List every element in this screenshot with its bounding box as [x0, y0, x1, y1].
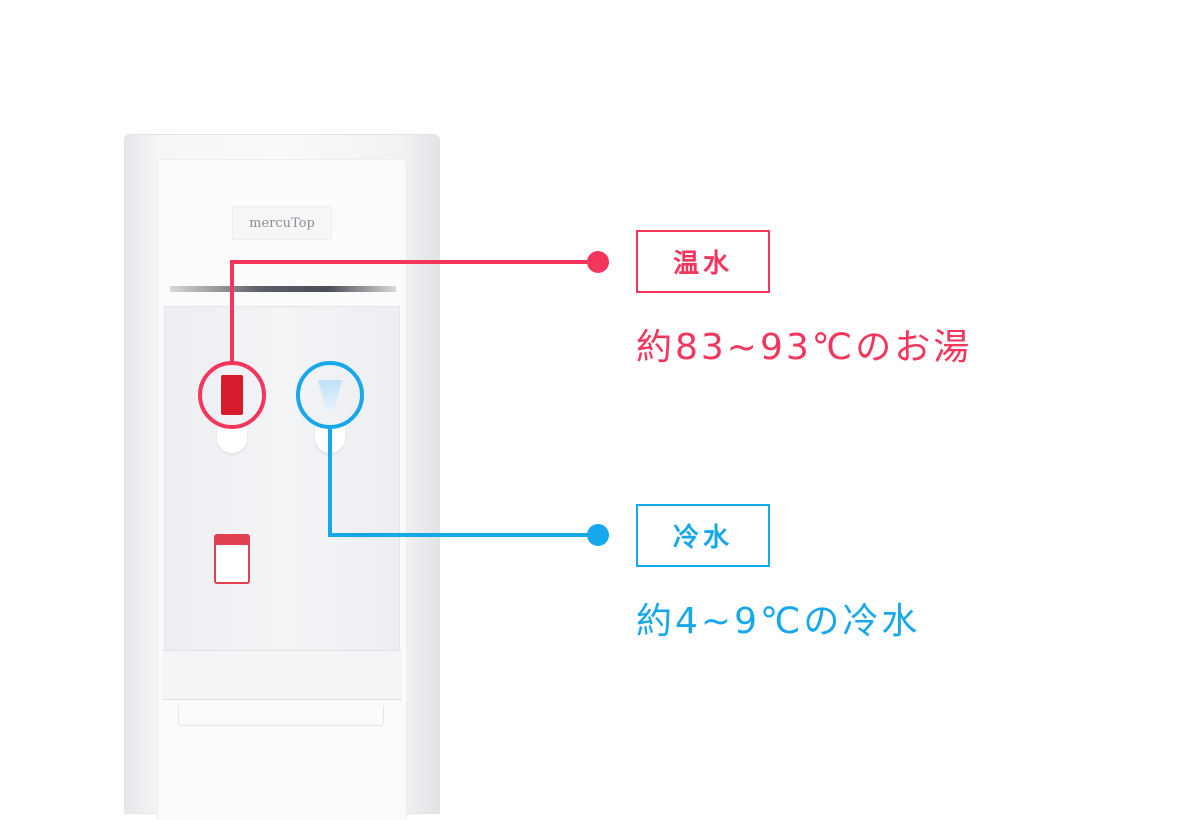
- logo-text: mercuTop: [249, 215, 315, 231]
- warning-sticker: [214, 534, 250, 584]
- cold-callout-dot: [587, 524, 609, 546]
- cold-callout-line: [328, 428, 598, 537]
- hot-tap-highlight-ring: [198, 361, 266, 429]
- hot-water-description: 約83~93℃のお湯: [636, 327, 973, 368]
- dispensing-recess: [164, 306, 400, 651]
- cold-water-description: 約4~9℃の冷水: [636, 601, 921, 642]
- drip-tray: [162, 650, 402, 700]
- hot-callout-dot: [587, 251, 609, 273]
- cold-water-label: 冷水: [636, 504, 770, 567]
- hot-nozzle: [217, 425, 247, 453]
- callout-lines: [230, 260, 598, 537]
- product-logo: mercuTop: [232, 206, 332, 240]
- cold-label-text: 冷水: [672, 523, 733, 553]
- lower-panel: [178, 706, 384, 726]
- cold-tap-highlight-ring: [296, 361, 364, 429]
- hot-water-label: 温水: [636, 230, 770, 293]
- indicator-strip: [170, 286, 396, 292]
- hot-label-text: 温水: [672, 249, 733, 279]
- hot-callout-line: [230, 260, 598, 362]
